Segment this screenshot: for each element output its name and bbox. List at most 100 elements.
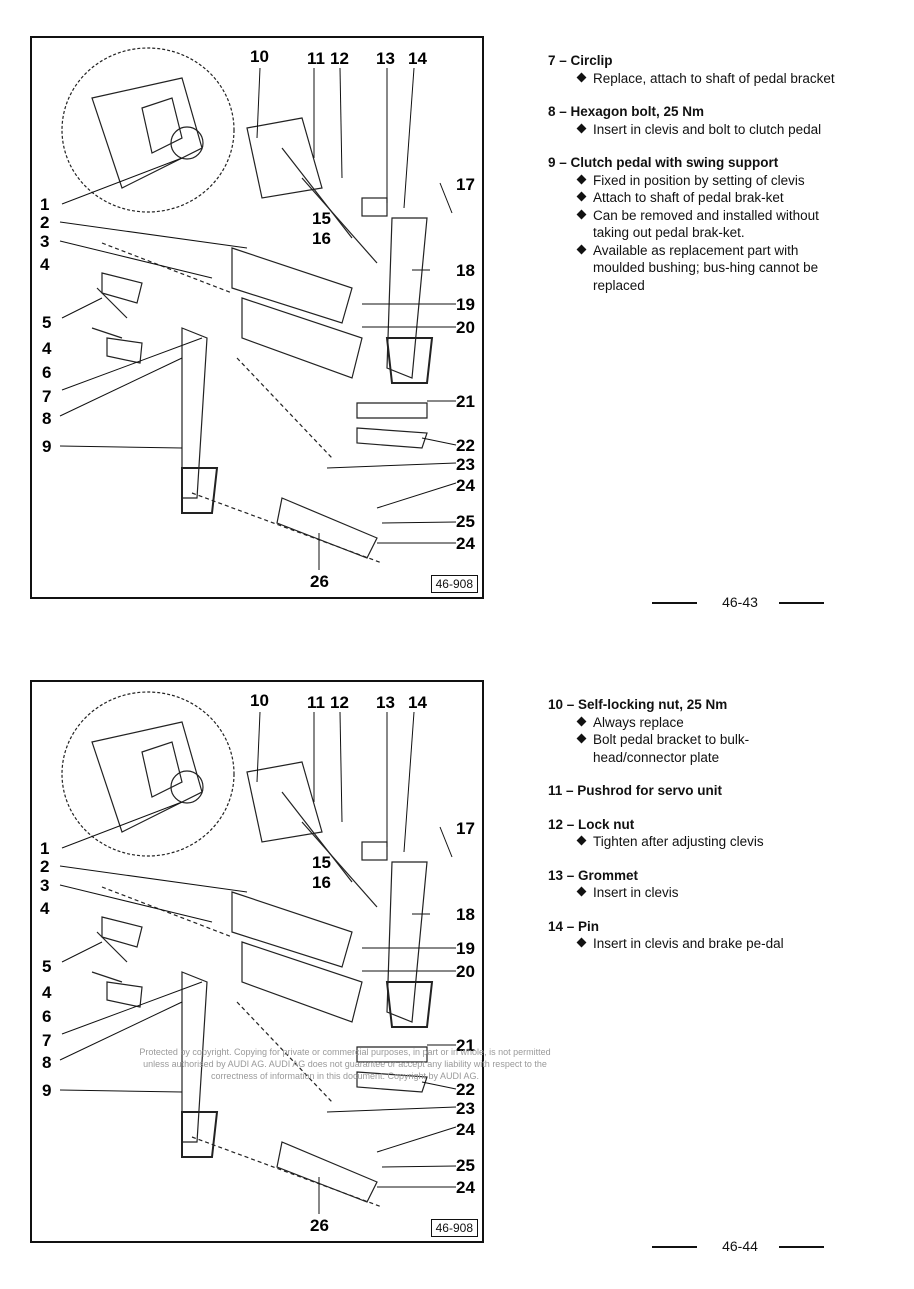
legend-heading: 8 – Hexagon bolt, 25 Nm [548,104,705,119]
footer-rule [652,1246,697,1248]
callout-14: 14 [408,693,427,712]
callout-3: 3 [40,876,50,895]
callout-21: 21 [456,1036,475,1055]
callout-24a: 24 [456,1120,475,1139]
legend-item-14: 14 – Pin Insert in clevis and brake pe-d… [548,918,838,953]
callout-15: 15 [312,853,331,872]
legend-bullet: Insert in clevis and brake pe-dal [548,935,838,953]
page-46-43: 10 11 12 13 14 1 2 3 4 5 4 6 7 8 9 15 16… [0,0,914,644]
callout-25: 25 [456,512,475,531]
legend-bullet: Fixed in position by setting of clevis [548,172,838,190]
callout-16: 16 [312,873,331,892]
callout-1: 1 [40,195,50,214]
callout-11: 11 [307,693,325,712]
callout-3: 3 [40,232,50,251]
callout-4b: 4 [42,983,52,1002]
callout-4a: 4 [40,899,50,918]
callout-6: 6 [42,1007,52,1026]
callout-11: 11 [307,49,325,68]
figure-reference: 46-908 [430,1219,478,1237]
callout-12: 12 [330,49,349,68]
callout-19: 19 [456,295,475,314]
copyright-watermark: Protected by copyright. Copying for priv… [139,1047,551,1081]
legend-heading: 14 – Pin [548,918,600,934]
callout-20: 20 [456,962,475,981]
diamond-bullet-icon [576,733,587,744]
page-footer: 46-43 [652,593,824,613]
footer-rule [779,602,824,604]
footer-rule [652,602,697,604]
callout-18: 18 [456,905,475,924]
callout-24a: 24 [456,476,475,495]
callout-2: 2 [40,213,50,232]
callout-6: 6 [42,363,52,382]
callout-14: 14 [408,49,427,68]
legend-bullet: Attach to shaft of pedal brak-ket [548,189,838,207]
callout-26: 26 [310,572,329,591]
diamond-bullet-icon [576,716,587,726]
page-number: 46-43 [722,594,758,610]
legend-bullet: Tighten after adjusting clevis [548,833,838,851]
legend-bullet: Bolt pedal bracket to bulk-head/connecto… [548,731,838,766]
callout-9: 9 [42,1081,52,1100]
callout-4a: 4 [40,255,50,274]
callout-17: 17 [456,175,475,194]
legend-heading: 13 – Grommet [548,867,639,883]
legend-heading: 7 – Circlip [548,53,613,68]
diamond-bullet-icon [576,191,587,202]
callout-9: 9 [42,437,52,456]
legend-item-13: 13 – Grommet Insert in clevis [548,867,838,902]
callout-22: 22 [456,436,475,455]
legend-heading: 11 – Pushrod for servo unit [548,783,723,798]
callout-5: 5 [42,957,52,976]
page-number: 46-44 [722,1238,758,1254]
diamond-bullet-icon [576,835,587,846]
callout-7: 7 [42,1031,52,1050]
callout-13: 13 [376,693,395,712]
callout-2: 2 [40,857,50,876]
pedal-assembly-drawing [59,691,457,1214]
callout-17: 17 [456,819,475,838]
legend-item-12: 12 – Lock nut Tighten after adjusting cl… [548,816,838,851]
callout-12: 12 [330,693,349,712]
legend-item-11: 11 – Pushrod for servo unit [548,782,838,800]
legend-bullet: Insert in clevis and bolt to clutch peda… [548,121,838,139]
legend-item-8: 8 – Hexagon bolt, 25 Nm Insert in clevis… [548,103,838,138]
callout-10: 10 [250,691,269,710]
callout-8: 8 [42,1053,52,1072]
legend-heading: 12 – Lock nut [548,816,635,832]
callout-10: 10 [250,47,269,66]
figure-reference: 46-908 [430,575,478,593]
legend-bullet: Replace, attach to shaft of pedal bracke… [548,70,838,88]
callout-21: 21 [456,392,475,411]
pedal-assembly-figure: 10 11 12 13 14 1 2 3 4 5 4 6 7 8 9 15 16… [30,680,484,1243]
legend-heading: 10 – Self-locking nut, 25 Nm [548,697,728,712]
legend-heading: 9 – Clutch pedal with swing support [548,155,779,170]
legend-bullet: Available as replacement part with mould… [548,242,838,295]
diamond-bullet-icon [576,72,587,82]
footer-rule [779,1246,824,1248]
callout-22: 22 [456,1080,475,1099]
page-46-44: 10 11 12 13 14 1 2 3 4 5 4 6 7 8 9 15 16… [0,644,914,1288]
callout-19: 19 [456,939,475,958]
callout-5: 5 [42,313,52,332]
callout-1: 1 [40,839,50,858]
legend-item-10: 10 – Self-locking nut, 25 Nm Always repl… [548,696,838,766]
legend-bullet: Always replace [548,714,838,732]
legend-bullet: Insert in clevis [548,884,838,902]
callout-23: 23 [456,1099,475,1118]
callout-18: 18 [456,261,475,280]
callout-4b: 4 [42,339,52,358]
parts-legend: 7 – Circlip Replace, attach to shaft of … [548,52,838,310]
callout-16: 16 [312,229,331,248]
legend-item-7: 7 – Circlip Replace, attach to shaft of … [548,52,838,87]
callout-25: 25 [456,1156,475,1175]
callout-26: 26 [310,1216,329,1235]
diamond-bullet-icon [576,123,587,133]
callout-24b: 24 [456,534,475,553]
diamond-bullet-icon [576,886,587,897]
diamond-bullet-icon [576,937,587,948]
callout-13: 13 [376,49,395,68]
legend-item-9: 9 – Clutch pedal with swing support Fixe… [548,154,838,294]
callout-8: 8 [42,409,52,428]
